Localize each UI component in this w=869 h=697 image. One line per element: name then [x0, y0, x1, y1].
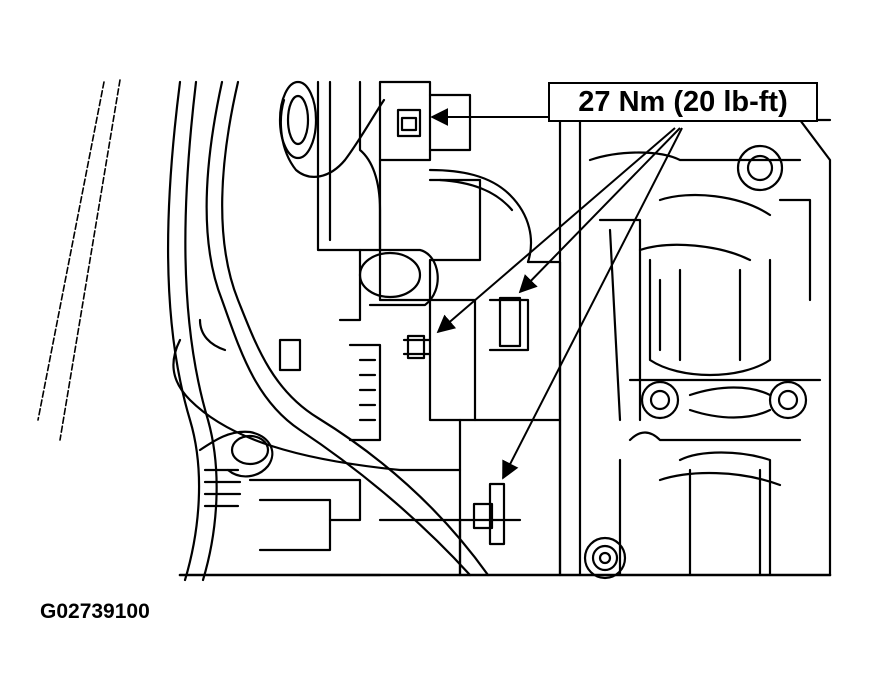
figure-id-label: G02739100: [40, 600, 150, 623]
engine-linework: [37, 79, 832, 582]
torque-callout-arrows: [430, 108, 683, 480]
torque-spec-label: 27 Nm (20 lb-ft): [548, 82, 818, 122]
